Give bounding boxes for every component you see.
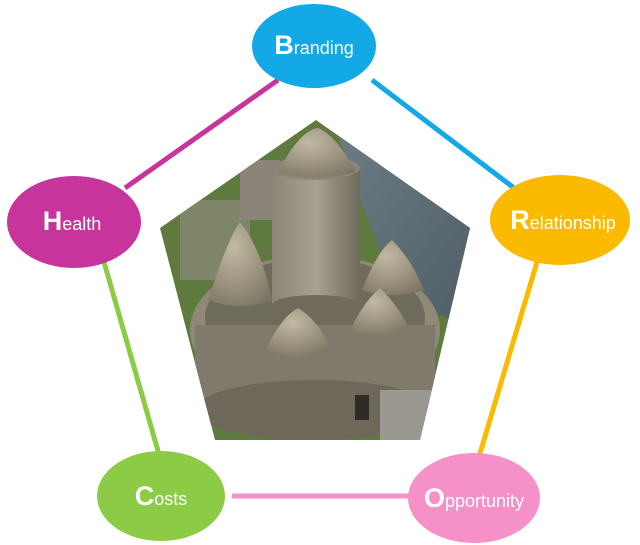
line-relationship-opportunity — [475, 261, 540, 461]
line-health-branding — [123, 77, 280, 191]
node-relationship: Relationship — [490, 175, 630, 265]
node-branding: Branding — [252, 4, 376, 88]
node-health: Health — [7, 176, 141, 268]
svg-text:Opportunity: Opportunity — [424, 483, 524, 513]
line-branding-relationship — [370, 78, 516, 190]
fort-image — [160, 120, 470, 440]
node-costs: Costs — [97, 451, 225, 541]
svg-text:Relationship: Relationship — [510, 205, 616, 235]
svg-text:Costs: Costs — [135, 481, 188, 511]
svg-text:Branding: Branding — [274, 30, 354, 60]
line-costs-health — [101, 261, 163, 459]
svg-text:Health: Health — [43, 206, 102, 236]
node-opportunity: Opportunity — [408, 453, 540, 543]
